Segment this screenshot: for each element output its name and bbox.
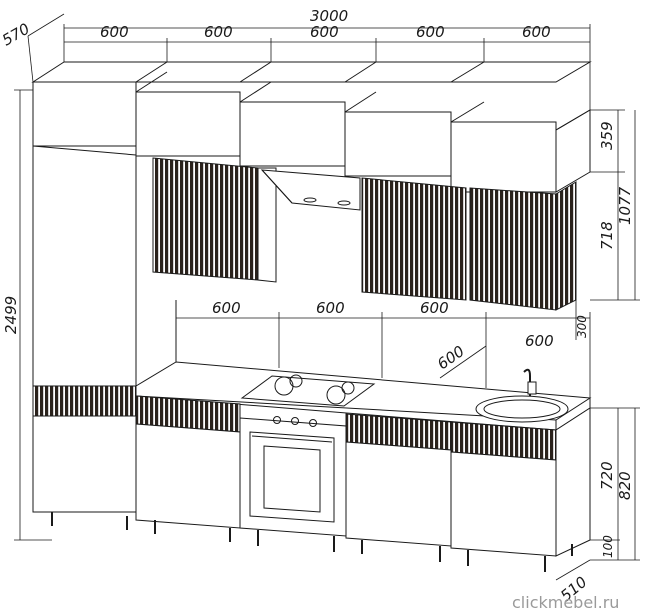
dim-base-height-total: 820 [616,471,634,500]
dim-upper-height: 359 [598,121,616,150]
dim-upper-5: 600 [522,23,551,41]
dim-depth-top: 570 [0,20,33,50]
wall-cabinet-right [361,177,577,311]
cabinet-legs [51,512,573,572]
dim-total-height: 2499 [2,296,20,334]
dim-upper-1: 600 [100,23,129,41]
dim-wall-cabinet-height: 718 [598,221,616,250]
dimension-labels: 3000 600 600 600 600 600 570 359 1077 71… [0,7,634,612]
dim-upper-3: 600 [310,23,339,41]
upper-cabinet-row [31,61,592,193]
dim-total-width: 3000 [310,7,348,25]
wall-cabinet-left [152,157,277,283]
dim-base-1: 600 [212,299,241,317]
base-stripe-band [32,385,557,461]
dim-base-depth-side: 600 [434,342,468,373]
dim-base-2: 600 [316,299,345,317]
dim-gap: 300 [575,315,589,338]
oven [249,416,335,523]
cooktop [240,374,376,407]
dim-base-3: 600 [420,299,449,317]
sink [475,368,569,423]
dim-upper-2: 600 [204,23,233,41]
dim-leg-height: 100 [601,535,615,558]
dimension-lines [14,13,640,581]
dim-upper-4: 600 [416,23,445,41]
dim-base-height: 720 [598,461,616,490]
tall-column [32,145,137,387]
range-hood [260,169,361,211]
dim-upper-height-total: 1077 [616,186,634,225]
watermark: clickmebel.ru [512,593,619,612]
dim-base-4: 600 [525,332,554,350]
